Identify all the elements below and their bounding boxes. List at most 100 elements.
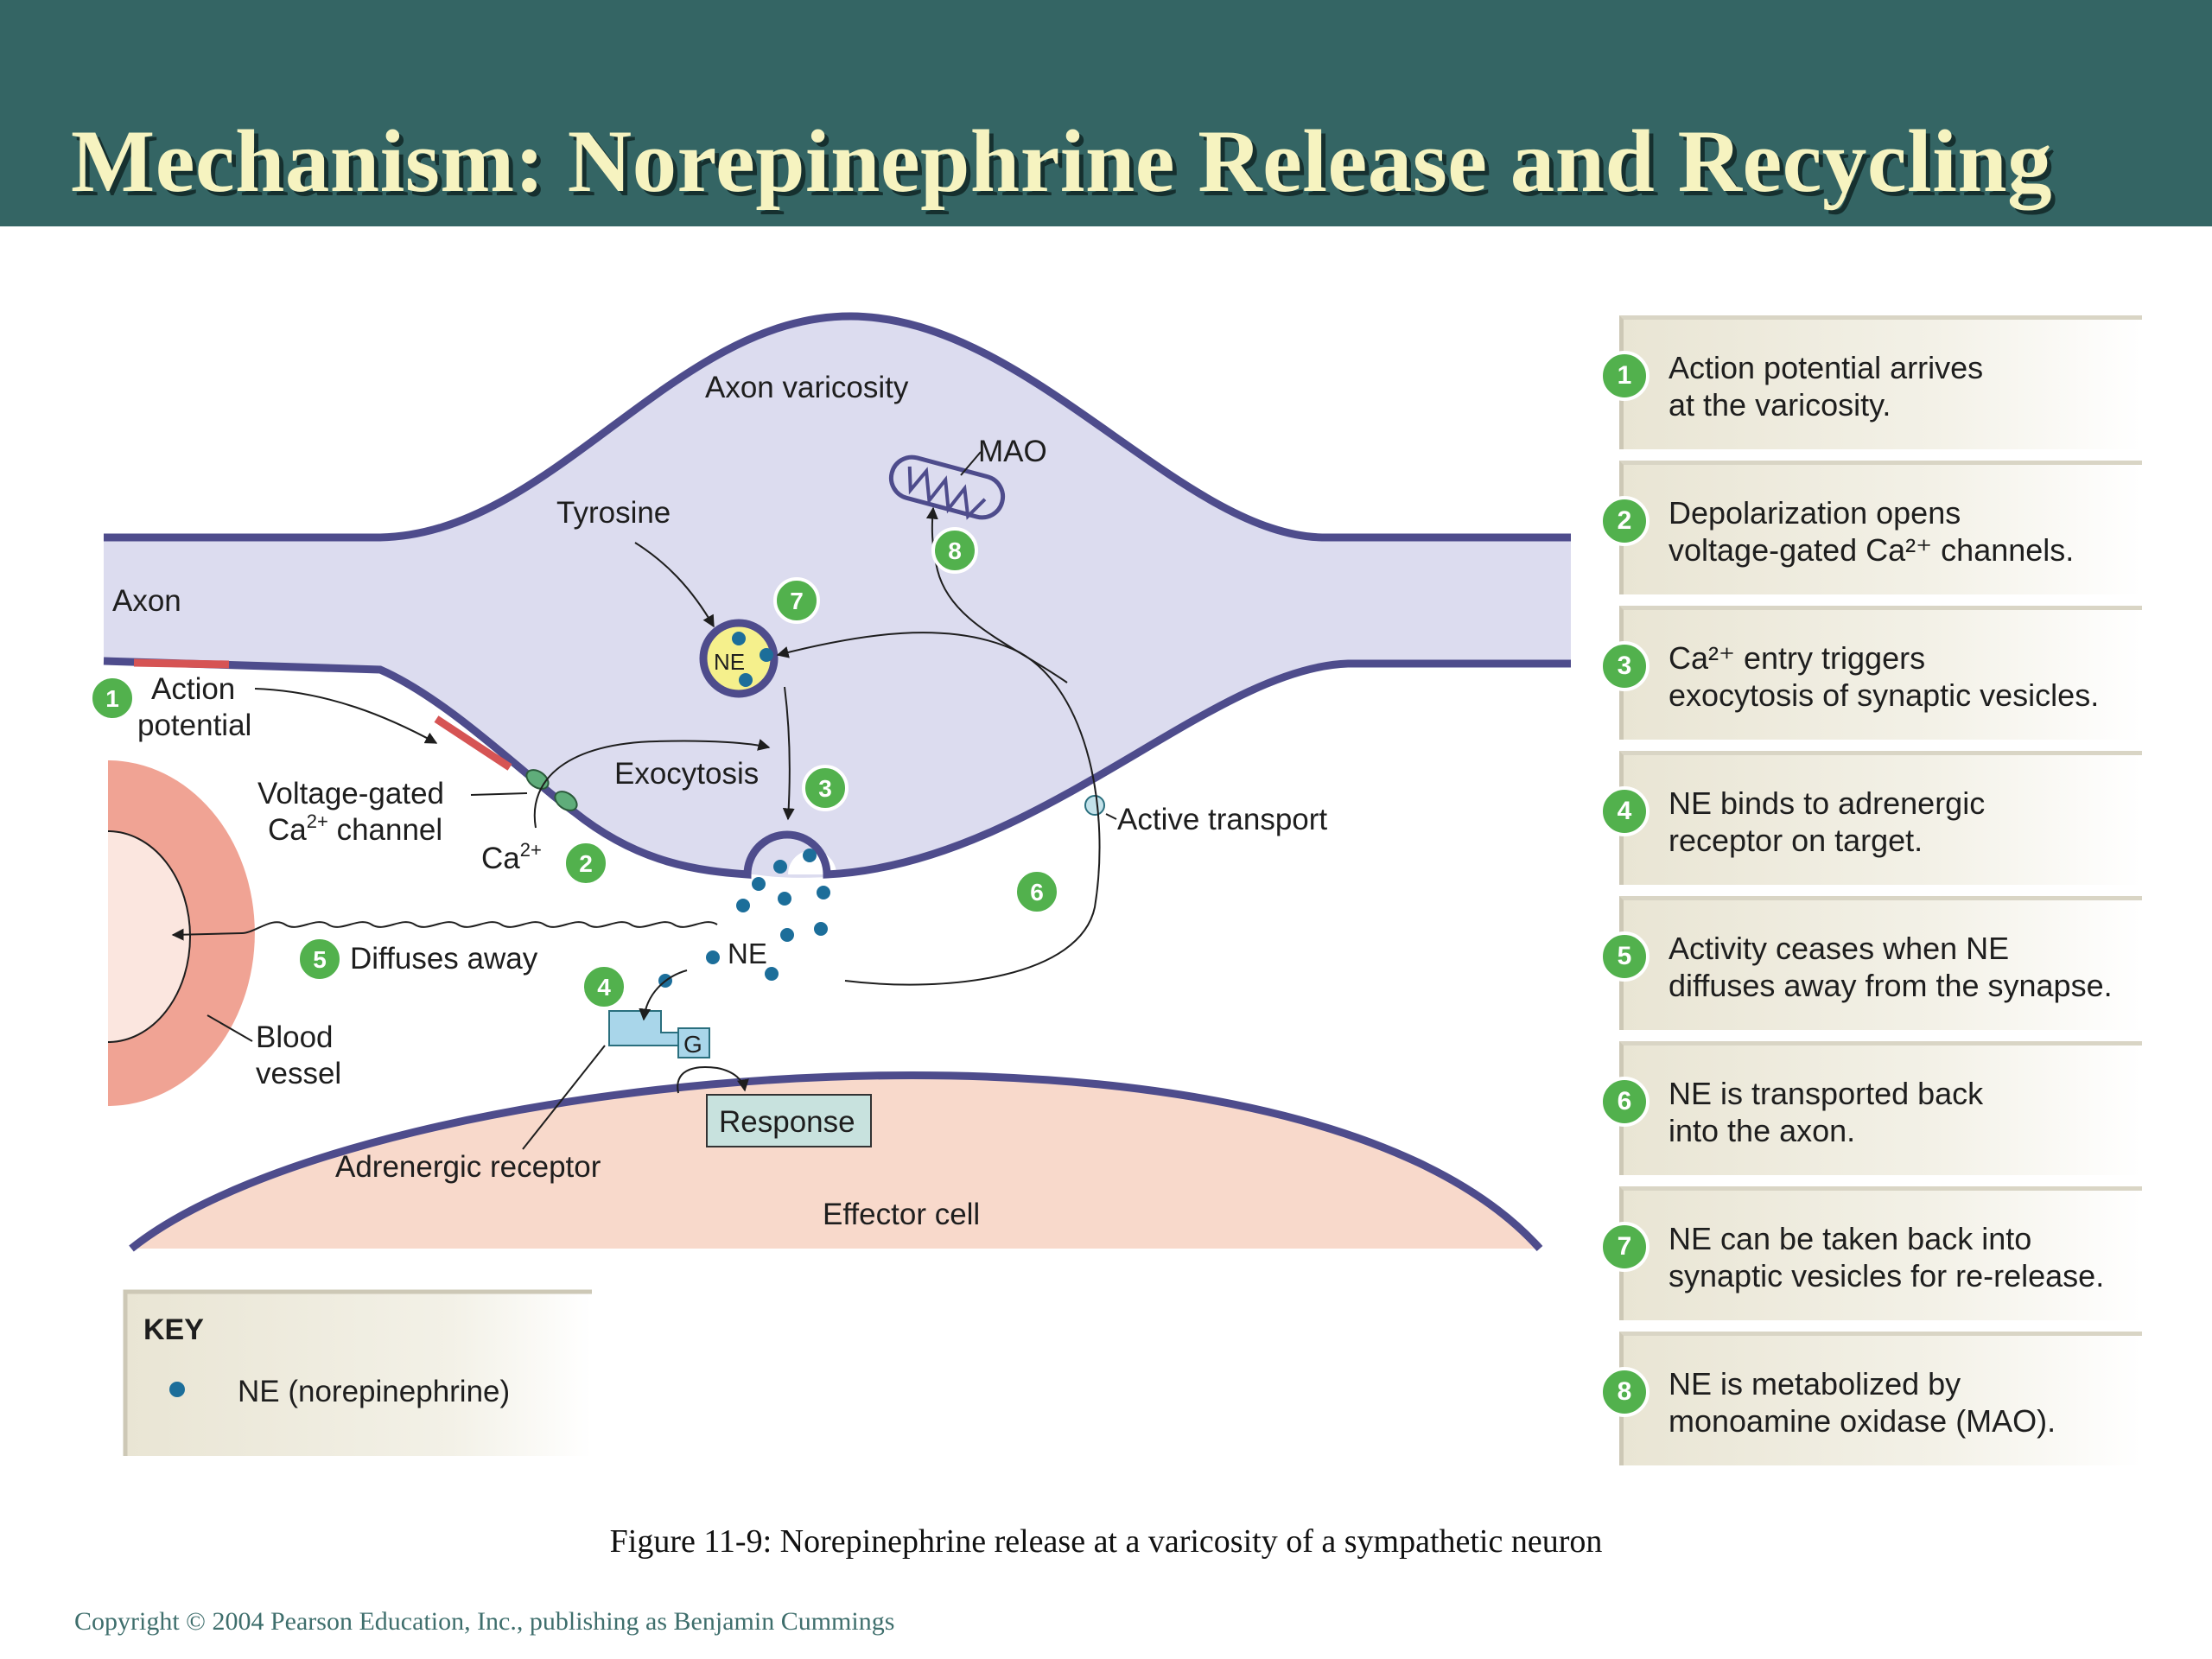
ne-dot: [760, 648, 773, 662]
step-text: Ca²⁺ entry triggers exocytosis of synapt…: [1669, 640, 2100, 713]
ne-dot: [736, 899, 750, 912]
diagram-step-4: 4: [581, 963, 627, 1010]
svg-text:3: 3: [818, 775, 832, 802]
arrow-reuptake: [776, 632, 1101, 986]
mao-label: MAO: [978, 435, 1047, 468]
step-text: NE is transported back into the axon.: [1669, 1076, 1984, 1148]
step-number-badge: 4: [1599, 786, 1649, 836]
diagram-step-6: 6: [1014, 868, 1060, 915]
arrow-diffuses-away: [171, 921, 718, 941]
leader-vg-channel: [470, 792, 528, 796]
step-number-badge: 3: [1599, 641, 1649, 691]
step-number-badge: 7: [1599, 1222, 1649, 1272]
ne-dot: [739, 673, 753, 687]
diagram-step-3: 3: [802, 765, 849, 811]
leader-mao: [960, 451, 982, 476]
arrow-action-potential: [254, 688, 438, 744]
step-item-6: 6 NE is transported back into the axon.: [1599, 1041, 2142, 1175]
diagram-step-2: 2: [563, 840, 609, 887]
mitochondrion-cristae: [907, 466, 987, 520]
step-item-2: 2 Depolarization opens voltage-gated Ca²…: [1599, 461, 2142, 594]
arrow-ca-entry: [533, 739, 771, 829]
ne-dot: [752, 877, 766, 891]
voltage-gated-channel: [554, 791, 578, 811]
step-text: Action potential arrives at the varicosi…: [1669, 350, 1984, 423]
ne-dot: [817, 886, 830, 899]
svg-text:2: 2: [579, 850, 593, 877]
ne-dot: [773, 860, 787, 874]
voltage-gated-channel-label: Ca2+ channel: [268, 810, 442, 847]
ne-dot: [765, 967, 779, 981]
vesicle-ne-label: NE: [714, 649, 745, 675]
step-item-8: 8 NE is metabolized by monoamine oxidase…: [1599, 1332, 2142, 1465]
axon-varicosity: [104, 315, 1571, 878]
tyrosine-label: Tyrosine: [556, 496, 671, 530]
key-heading: KEY: [143, 1313, 204, 1346]
ne-dot: [803, 849, 817, 862]
blood-vessel-lumen: [108, 831, 190, 1042]
g-protein: [677, 1027, 710, 1058]
step-item-1: 1 Action potential arrives at the varico…: [1599, 315, 2142, 449]
arrow-tyrosine: [634, 542, 715, 628]
step-text: NE can be taken back into synaptic vesic…: [1669, 1221, 2105, 1294]
effector-cell-membrane: [129, 1071, 1543, 1252]
step-item-3: 3 Ca²⁺ entry triggers exocytosis of syna…: [1599, 606, 2142, 740]
ne-dot: [780, 928, 794, 942]
blood-vessel-label-line2: vessel: [256, 1057, 341, 1090]
step-item-4: 4 NE binds to adrenergic receptor on tar…: [1599, 751, 2142, 885]
g-protein-label: G: [683, 1031, 702, 1058]
step-number-badge: 6: [1599, 1077, 1649, 1127]
step-number-badge: 2: [1599, 496, 1649, 546]
active-transport-label: Active transport: [1117, 803, 1327, 836]
action-potential-label: Action: [151, 672, 235, 706]
diagram-step-8: 8: [931, 527, 978, 574]
arrow-to-mao: [925, 506, 1068, 683]
step-text: Activity ceases when NE diffuses away fr…: [1669, 931, 2113, 1003]
ne-dot: [778, 892, 791, 906]
active-transporter: [1084, 795, 1105, 816]
action-potential-segment-2: [434, 715, 512, 771]
step-number-badge: 5: [1599, 931, 1649, 982]
step-text: Depolarization opens voltage-gated Ca²⁺ …: [1669, 495, 2075, 568]
key-item-label: NE (norepinephrine): [238, 1375, 510, 1408]
figure-caption: Figure 11-9: Norepinephrine release at a…: [609, 1523, 1603, 1560]
title-bar: [0, 0, 2212, 226]
page-title: Mechanism: Norepinephrine Release and Re…: [71, 112, 2053, 211]
step-text: NE is metabolized by monoamine oxidase (…: [1669, 1366, 2056, 1439]
svg-text:4: 4: [597, 974, 611, 1001]
svg-text:8: 8: [948, 537, 962, 564]
diffuses-away-label: Diffuses away: [350, 942, 538, 976]
leader-blood-vessel: [207, 1014, 253, 1042]
ca-label: Ca2+: [481, 839, 542, 875]
svg-text:5: 5: [313, 946, 327, 973]
effector-cell-label: Effector cell: [823, 1198, 980, 1231]
leader-adrenergic-receptor: [522, 1045, 606, 1150]
diagram-step-7: 7: [773, 577, 820, 624]
step-number-badge: 1: [1599, 351, 1649, 401]
ne-dot: [814, 922, 828, 936]
arrow-vesicle-to-exocytosis: [782, 686, 795, 821]
response-box: [706, 1094, 872, 1147]
key-box: KEY NE (norepinephrine): [123, 1289, 592, 1456]
arrow-binding: [639, 969, 688, 1021]
synaptic-vesicle: [699, 619, 779, 698]
varicosity-top-membrane: [104, 312, 1571, 542]
blood-vessel-label: Blood: [256, 1020, 334, 1054]
svg-text:7: 7: [790, 588, 804, 614]
voltage-gated-label: Voltage-gated: [257, 777, 444, 810]
copyright-notice: Copyright © 2004 Pearson Education, Inc.…: [74, 1607, 895, 1636]
diagram-step-5: 5: [296, 936, 343, 982]
response-label: Response: [719, 1105, 855, 1139]
ne-dot: [732, 632, 746, 645]
diagram-step-1: 1: [89, 675, 136, 721]
svg-text:1: 1: [105, 685, 119, 712]
step-text: NE binds to adrenergic receptor on targe…: [1669, 785, 1986, 858]
key-ne-dot: [169, 1382, 185, 1397]
action-potential-label-line2: potential: [137, 709, 251, 742]
arrow-response: [677, 1066, 749, 1094]
step-item-7: 7 NE can be taken back into synaptic ves…: [1599, 1186, 2142, 1320]
ne-dot: [706, 950, 720, 964]
leader-active-transport: [1105, 813, 1117, 820]
svg-text:6: 6: [1030, 879, 1044, 906]
step-item-5: 5 Activity ceases when NE diffuses away …: [1599, 896, 2142, 1030]
